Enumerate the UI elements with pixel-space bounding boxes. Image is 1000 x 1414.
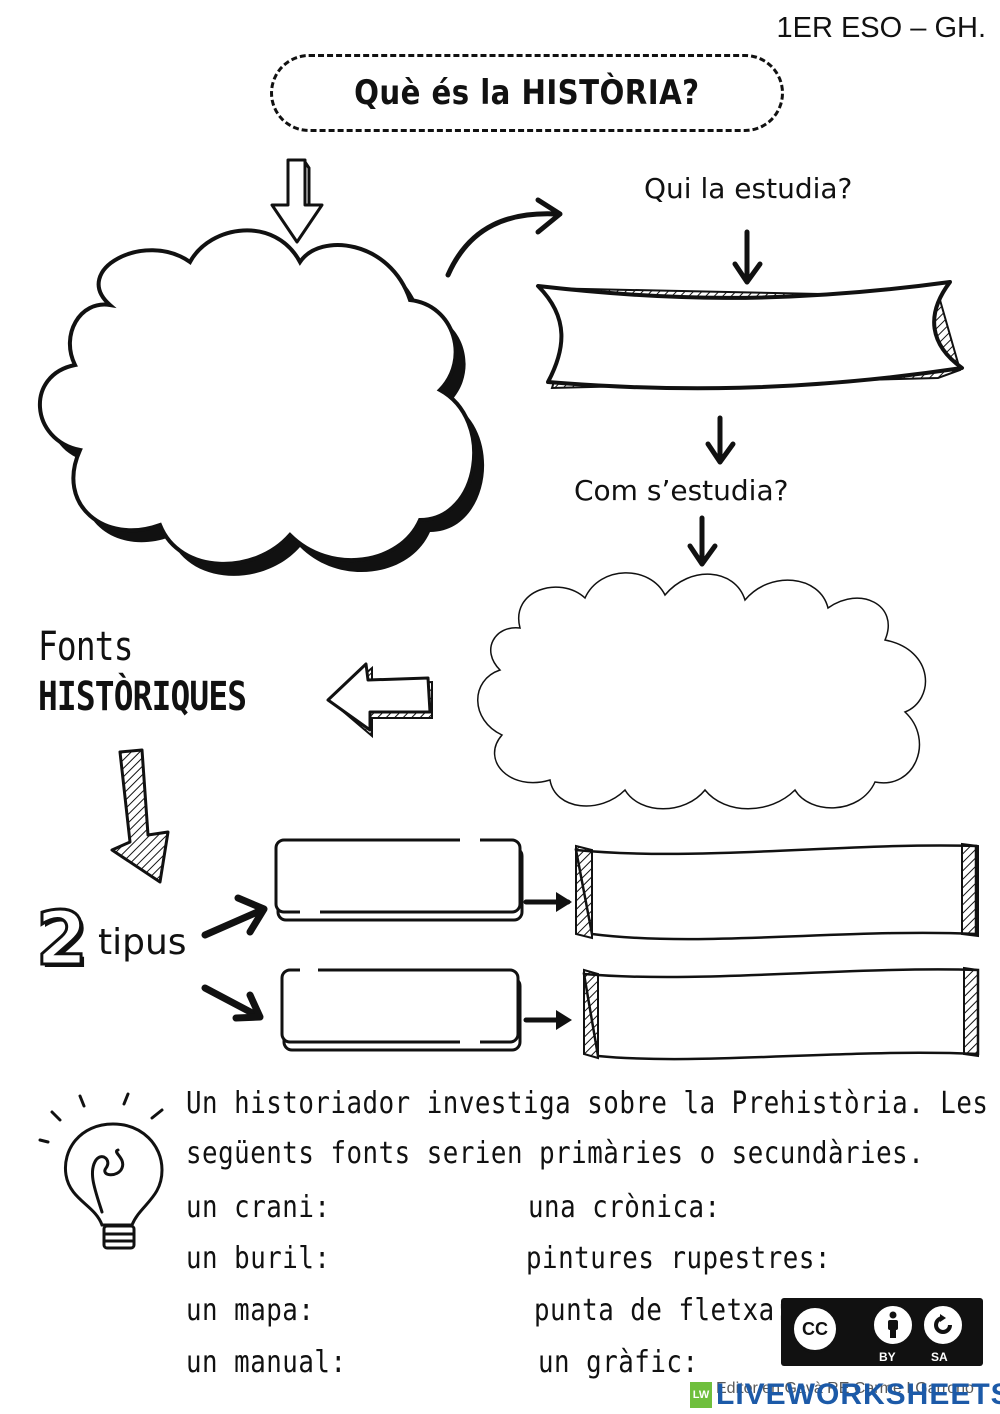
arrow-to-type-2 <box>201 984 264 1022</box>
type-box-2[interactable] <box>280 968 522 1052</box>
course-code: 1ER ESO – GH. <box>776 12 986 44</box>
type-box-1[interactable] <box>274 838 524 922</box>
exercise-item-left: un mapa: <box>186 1293 315 1328</box>
exercise-item-right: pintures rupestres: <box>526 1241 831 1276</box>
exercise-item-right: una crònica: <box>528 1190 721 1225</box>
scroll-banner-2[interactable] <box>582 966 980 1061</box>
exercise-item-right: un gràfic: <box>538 1345 699 1380</box>
down-arrow-icon <box>705 415 736 465</box>
arrow-to-scroll-2 <box>523 1010 572 1030</box>
liveworksheets-logo-icon: LW <box>690 1382 712 1408</box>
lightbulb-icon <box>38 1092 164 1250</box>
sources-title-line1: Fonts <box>38 624 133 670</box>
by-person-icon <box>871 1303 915 1347</box>
types-number: 2 <box>35 895 89 984</box>
diagonal-arrow-icon <box>110 748 170 884</box>
exercise-item-left: un crani: <box>186 1190 331 1225</box>
scroll-banner-1[interactable] <box>574 842 979 941</box>
sources-title: Fonts HISTÒRIQUES <box>38 622 247 722</box>
sources-title-line2: HISTÒRIQUES <box>38 674 247 720</box>
cc-by-sa-icon: CC BY SA <box>781 1298 983 1366</box>
down-arrow-icon <box>270 158 324 244</box>
answer-cloud-how[interactable] <box>477 572 927 810</box>
liveworksheets-brand[interactable]: LIVEWORKSHEETS <box>716 1378 1000 1411</box>
types-word: tipus <box>98 922 187 963</box>
down-arrow-icon <box>687 515 718 567</box>
cc-icon: CC <box>791 1305 839 1353</box>
answer-cloud-main[interactable] <box>37 228 485 576</box>
exercise-intro-line1: Un historiador investiga sobre la Prehis… <box>186 1086 989 1121</box>
sa-label: SA <box>931 1350 948 1364</box>
question-who: Qui la estudia? <box>644 172 853 205</box>
question-how: Com s’estudia? <box>574 474 789 507</box>
arrow-to-scroll-1 <box>523 892 572 912</box>
answer-banner-who[interactable] <box>536 280 964 391</box>
author-credit: Editor en Gavà RE Carme I Garrono <box>716 1380 974 1397</box>
curved-arrow-icon <box>445 197 563 278</box>
exercise-intro-line2: següents fonts serien primàries o secund… <box>186 1136 925 1171</box>
by-label: BY <box>879 1350 896 1364</box>
exercise-item-right: punta de fletxa: <box>534 1293 791 1328</box>
arrow-to-type-1 <box>201 894 268 939</box>
left-arrow-icon <box>326 662 433 739</box>
sa-share-icon <box>921 1303 965 1347</box>
down-arrow-icon <box>732 229 763 285</box>
exercise-item-left: un manual: <box>186 1345 347 1380</box>
exercise-item-left: un buril: <box>186 1241 331 1276</box>
title-box: Què és la HISTÒRIA? <box>270 54 784 132</box>
page-title: Què és la HISTÒRIA? <box>354 73 700 113</box>
